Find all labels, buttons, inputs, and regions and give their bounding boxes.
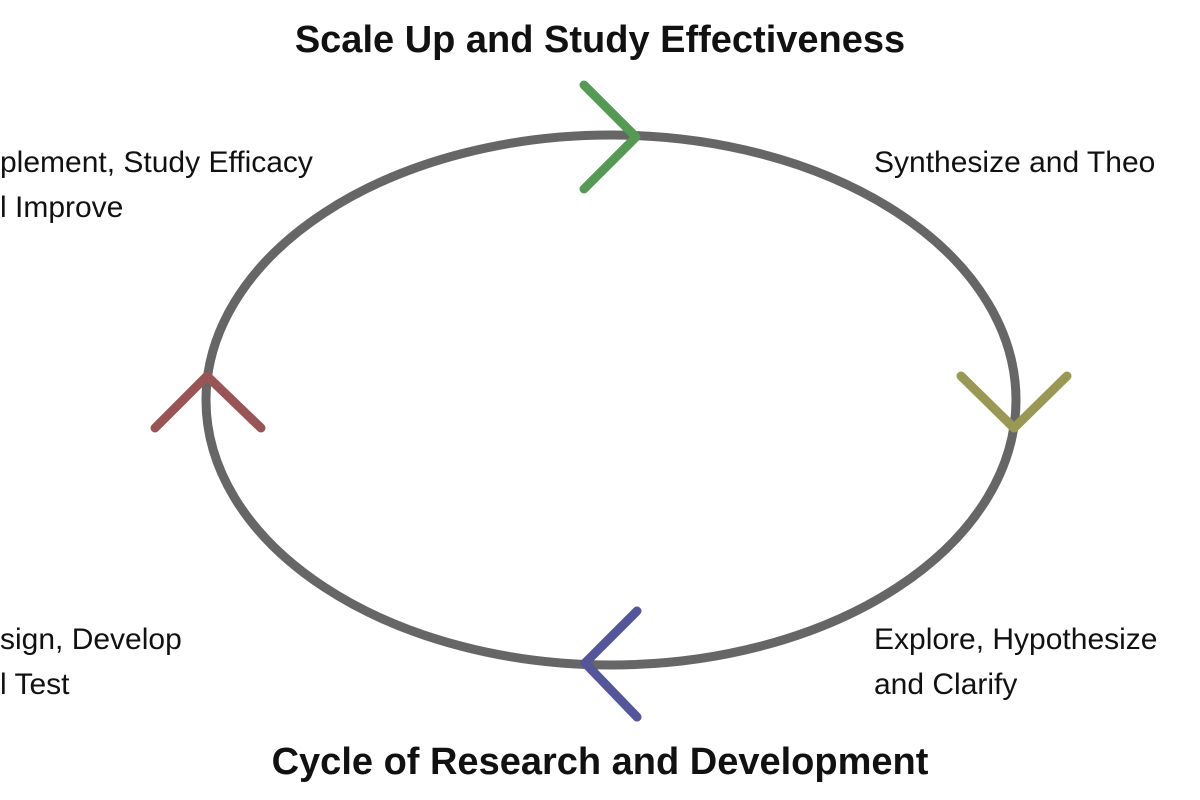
stage-label-line: l Test [0,668,70,701]
cycle-ellipse [201,130,1021,670]
diagram-bottom-title: Cycle of Research and Development [271,741,929,783]
stage-label-line: Explore, Hypothesize [874,623,1158,656]
cycle-arrow-top [579,80,641,194]
stage-label-implement: plement, Study Efficacy l Improve [0,140,313,230]
stage-label-line: Synthesize and Theo [874,146,1156,179]
cycle-arrow-right [956,371,1072,433]
stage-label-line: sign, Develop [0,623,182,656]
stage-label-line: plement, Study Efficacy [0,146,313,179]
stage-label-line: l Improve [0,191,124,224]
diagram-top-title: Scale Up and Study Effectiveness [294,19,906,61]
stage-label-explore: Explore, Hypothesize and Clarify [874,617,1157,707]
cycle-arrow-bottom [580,606,642,722]
stage-label-synthesize: Synthesize and Theo [874,140,1155,185]
cycle-arrow-left [150,371,266,433]
stage-label-design: sign, Develop l Test [0,617,182,707]
stage-label-line: and Clarify [874,668,1018,701]
